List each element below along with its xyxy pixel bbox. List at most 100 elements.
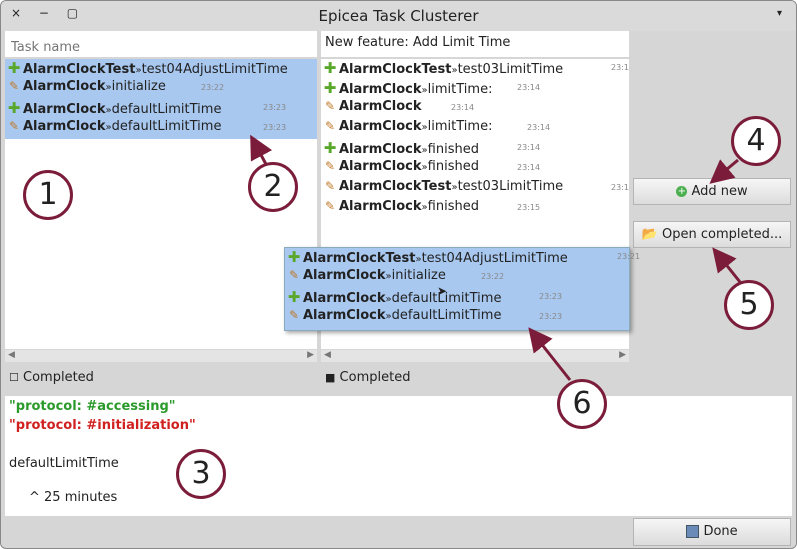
window-menu-icon[interactable]: ▾ [776, 8, 782, 19]
timestamp: 23:14 [527, 123, 551, 132]
list-item[interactable]: ✎AlarmClock»finished 23:14 [321, 159, 629, 179]
add-new-label: Add new [691, 184, 748, 199]
scroll-right-arrow-icon[interactable]: ▶ [307, 350, 314, 360]
list-item[interactable]: ✚AlarmClock»defaultLimitTime 23:23 [5, 99, 317, 119]
method-name: finished [427, 199, 479, 214]
class-name: AlarmClock [339, 82, 422, 97]
timestamp: 23:15 [517, 203, 541, 212]
method-name: defaultLimitTime [111, 102, 222, 117]
timestamp: 23:23 [263, 103, 287, 112]
class-name: AlarmClock [339, 159, 422, 174]
class-name: AlarmClock [23, 102, 106, 117]
class-name: AlarmClock [303, 268, 386, 283]
modified-method-icon: ✎ [324, 179, 336, 193]
save-icon [686, 525, 700, 538]
checkbox-filled-icon: ■ [325, 371, 336, 384]
class-name: AlarmClockTest [303, 251, 416, 266]
method-name: limitTime: [427, 119, 493, 134]
method-name: initialize [391, 268, 446, 283]
folder-icon: 📂 [641, 227, 658, 242]
separator: » [421, 122, 428, 133]
separator: » [415, 254, 422, 265]
scroll-left-arrow-icon[interactable]: ◀ [324, 350, 331, 360]
class-name: AlarmClockTest [23, 62, 136, 77]
method-name: limitTime: [427, 82, 493, 97]
window-controls[interactable]: × − ▢ [11, 6, 86, 20]
added-method-icon: ✚ [7, 99, 21, 117]
added-method-icon: ✚ [323, 59, 337, 77]
open-completed-button[interactable]: 📂 Open completed... [633, 221, 791, 248]
task-search-input[interactable] [5, 31, 317, 57]
modified-method-icon: ✎ [324, 199, 336, 213]
add-icon: + [676, 186, 688, 197]
callout-6: 6 [557, 379, 607, 429]
separator: » [105, 82, 112, 93]
scroll-left-arrow-icon[interactable]: ◀ [8, 350, 15, 360]
timestamp: 23:14 [517, 143, 541, 152]
separator: » [421, 85, 428, 96]
timestamp: 23:14 [517, 163, 541, 172]
timestamp: 23:1 [611, 63, 629, 72]
horizontal-scrollbar-left[interactable]: ◀▶ [5, 350, 317, 362]
left-completed-checkbox[interactable]: ☐ Completed [9, 370, 94, 385]
timestamp: 23:14 [451, 103, 475, 112]
added-method-icon: ✚ [7, 59, 21, 77]
list-item[interactable]: ✎AlarmClock»limitTime: 23:14 [321, 119, 629, 139]
class-name: AlarmClock [339, 119, 422, 134]
checkbox-empty-icon: ☐ [9, 371, 19, 384]
separator: » [105, 105, 112, 116]
list-item[interactable]: ✚AlarmClockTest»test04AdjustLimitTime [5, 59, 317, 79]
middle-completed-checkbox[interactable]: ■ Completed [325, 370, 410, 385]
class-name: AlarmClock [23, 79, 106, 94]
class-name: AlarmClock [339, 199, 422, 214]
title-bar: × − ▢ Epicea Task Clusterer ▾ [1, 1, 796, 31]
method-name: defaultLimitTime [111, 119, 222, 134]
protocol-initialization: "protocol: #initialization" [9, 418, 196, 433]
separator: » [135, 65, 142, 76]
scroll-right-arrow-icon[interactable]: ▶ [619, 350, 626, 360]
separator: » [421, 145, 428, 156]
modified-method-icon: ✎ [324, 119, 336, 133]
add-new-button[interactable]: + Add new [633, 178, 791, 205]
method-name: initialize [111, 79, 166, 94]
separator: » [421, 162, 428, 173]
details-pane: "protocol: #accessing" "protocol: #initi… [5, 396, 792, 516]
duration-label: ^ 25 minutes [29, 490, 118, 505]
list-item[interactable]: ✚AlarmClock»limitTime:23:14 [321, 79, 629, 99]
horizontal-scrollbar-middle[interactable]: ◀▶ [321, 350, 629, 362]
class-name: AlarmClockTest [339, 62, 452, 77]
done-button[interactable]: Done [633, 518, 791, 546]
method-name: test03LimitTime [457, 179, 564, 194]
separator: » [105, 122, 112, 133]
method-name: defaultLimitTime [391, 308, 502, 323]
class-name: AlarmClockTest [339, 179, 452, 194]
callout-5: 5 [724, 280, 774, 330]
class-name: AlarmClock [303, 308, 386, 323]
method-name: finished [427, 159, 479, 174]
separator: » [451, 65, 458, 76]
selector-name: defaultLimitTime [9, 456, 119, 471]
added-method-icon: ✚ [323, 139, 337, 157]
added-method-icon: ✚ [323, 79, 337, 97]
modified-method-icon: ✎ [324, 159, 336, 173]
task-name-field[interactable]: New feature: Add Limit Time [321, 31, 629, 57]
middle-completed-label: Completed [339, 370, 411, 385]
timestamp: 23:23 [263, 123, 287, 132]
added-method-icon: ✚ [287, 248, 301, 266]
callout-4: 4 [731, 116, 781, 166]
separator: » [451, 182, 458, 193]
modified-method-icon: ✎ [324, 99, 336, 113]
callout-3: 3 [176, 449, 226, 499]
modified-method-icon: ✎ [8, 79, 20, 93]
